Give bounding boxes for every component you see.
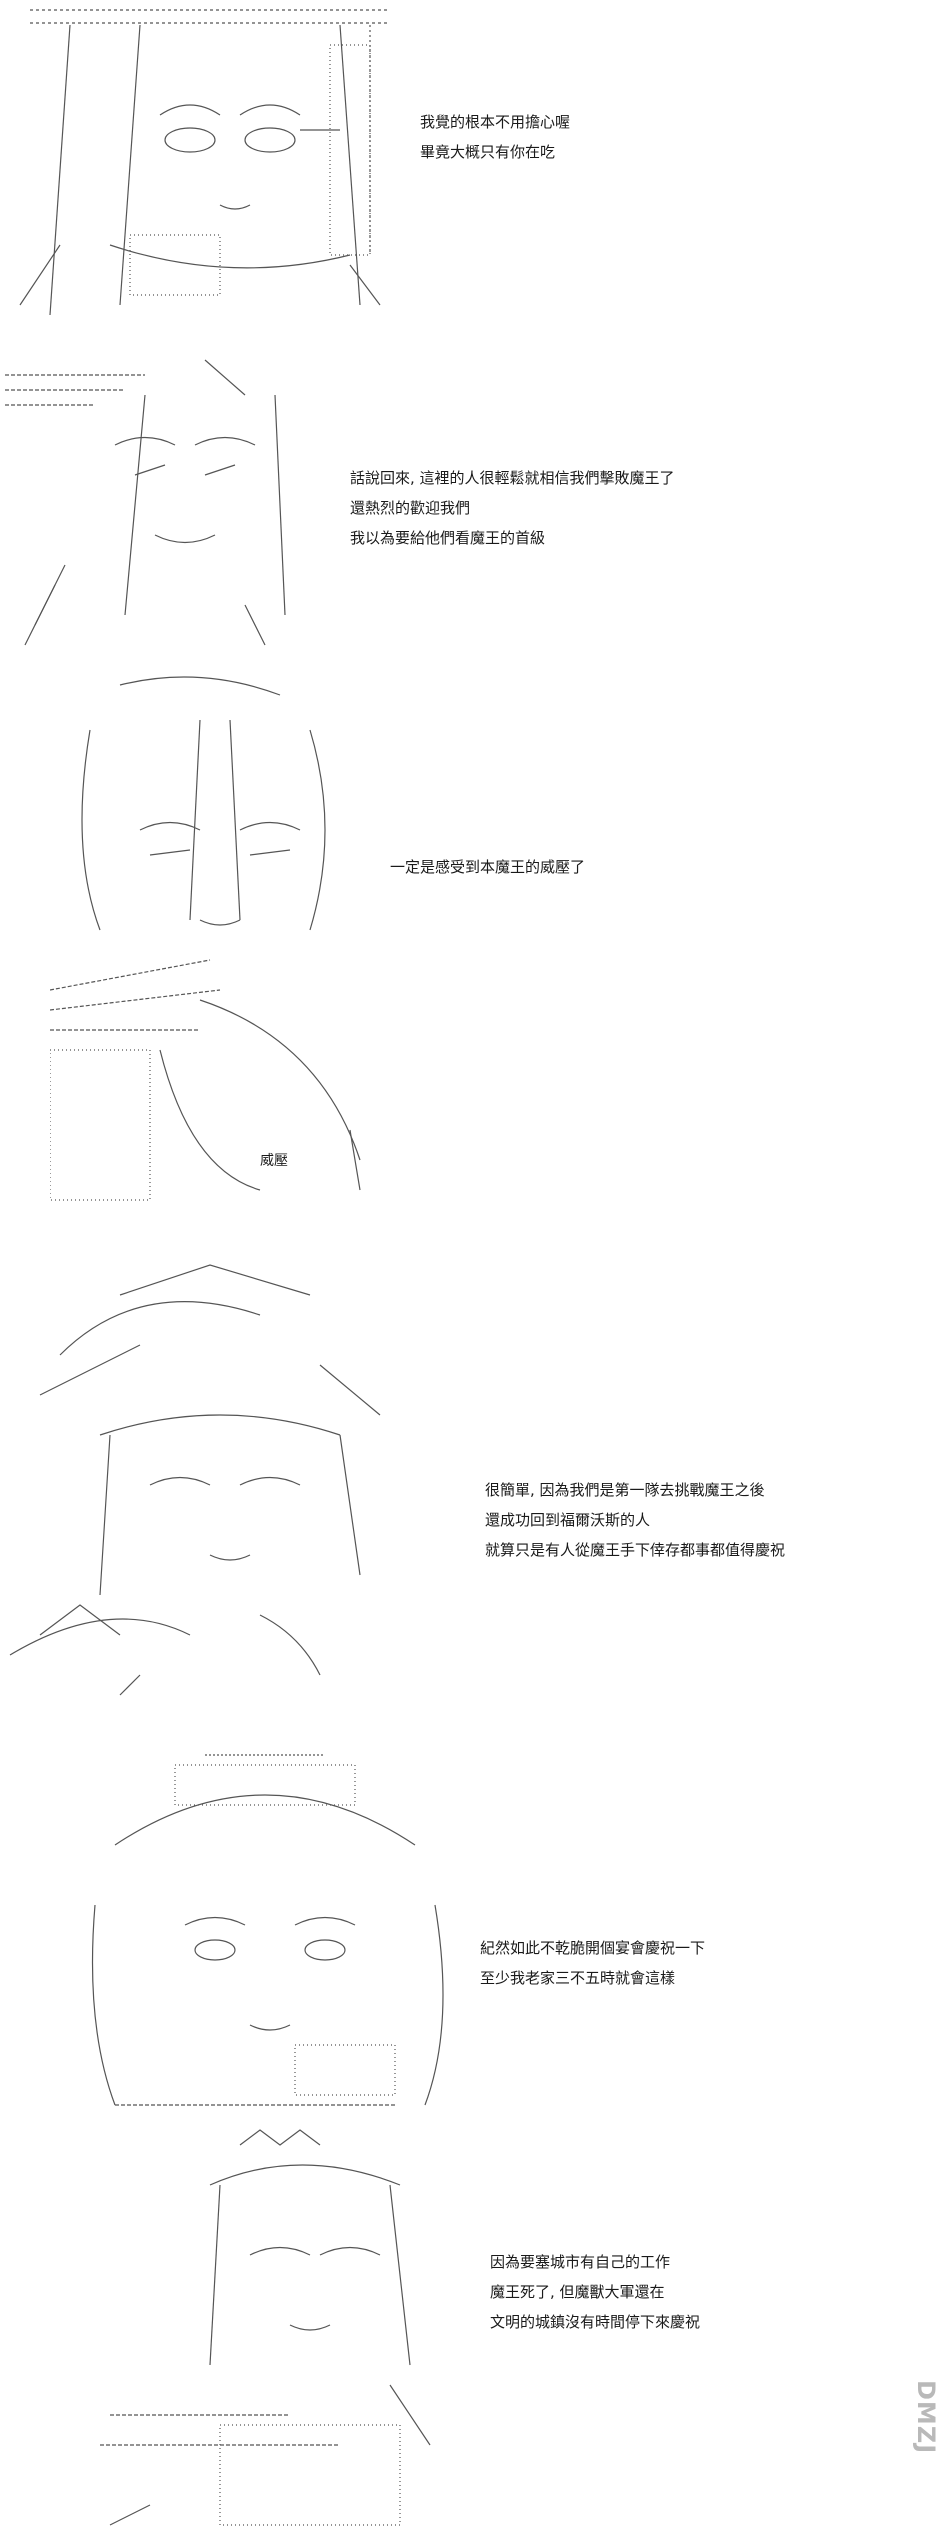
watermark-text: DMZJ [912, 2380, 940, 2455]
watermark-logo: DMZJ [912, 2380, 946, 2520]
panel-6: 因為要塞城市有自己的工作 魔王死了, 但魔獸大軍還在 文明的城鎮沒有時間停下來慶… [0, 2120, 950, 2540]
panel-2-ascii-art [5, 355, 305, 655]
panel-6-ascii-art [90, 2125, 450, 2535]
panel-1: 我覺的根本不用擔心喔 畢竟大概只有你在吃 [0, 0, 950, 330]
panel-4-dialogue: 很簡單, 因為我們是第一隊去挑戰魔王之後 還成功回到福爾沃斯的人 就算只是有人從… [485, 1475, 785, 1565]
dialogue-line: 話說回來, 這裡的人很輕鬆就相信我們擊敗魔王了 [350, 469, 675, 487]
panel-1-dialogue: 我覺的根本不用擔心喔 畢竟大概只有你在吃 [420, 107, 570, 167]
dialogue-line: 一定是感受到本魔王的威壓了 [390, 858, 586, 876]
dialogue-line: 紀然如此不乾脆開個宴會慶祝一下 [480, 1939, 706, 1957]
panel-5-dialogue: 紀然如此不乾脆開個宴會慶祝一下 至少我老家三不五時就會這樣 [480, 1933, 705, 1993]
panel-1-ascii-art [10, 5, 400, 325]
panel-4: 很簡單, 因為我們是第一隊去挑戰魔王之後 還成功回到福爾沃斯的人 就算只是有人從… [0, 1230, 950, 1710]
panel-5: 紀然如此不乾脆開個宴會慶祝一下 至少我老家三不五時就會這樣 [0, 1740, 950, 2120]
dialogue-line: 文明的城鎮沒有時間停下來慶祝 [490, 2313, 701, 2331]
dialogue-line: 魔王死了, 但魔獸大軍還在 [490, 2283, 665, 2301]
panel-3-ascii-art [50, 670, 380, 1220]
panel-3-dialogue: 一定是感受到本魔王的威壓了 [390, 852, 585, 882]
dialogue-line: 我覺的根本不用擔心喔 [420, 113, 571, 131]
panel-2: 話說回來, 這裡的人很輕鬆就相信我們擊敗魔王了 還熱烈的歡迎我們 我以為要給他們… [0, 350, 950, 670]
sfx-text: 威壓 [260, 1153, 288, 1169]
dialogue-line: 我以為要給他們看魔王的首級 [350, 529, 546, 547]
panel-5-ascii-art [55, 1745, 465, 2115]
dialogue-line: 因為要塞城市有自己的工作 [490, 2253, 671, 2271]
panel-6-dialogue: 因為要塞城市有自己的工作 魔王死了, 但魔獸大軍還在 文明的城鎮沒有時間停下來慶… [490, 2247, 700, 2337]
dialogue-line: 畢竟大概只有你在吃 [420, 143, 556, 161]
panel-2-dialogue: 話說回來, 這裡的人很輕鬆就相信我們擊敗魔王了 還熱烈的歡迎我們 我以為要給他們… [350, 463, 675, 553]
panel-4-ascii-art [0, 1235, 420, 1705]
dialogue-line: 很簡單, 因為我們是第一隊去挑戰魔王之後 [485, 1481, 765, 1499]
dialogue-line: 至少我老家三不五時就會這樣 [480, 1969, 676, 1987]
dialogue-line: 就算只是有人從魔王手下倖存都事都值得慶祝 [485, 1541, 786, 1559]
dialogue-line: 還熱烈的歡迎我們 [350, 499, 471, 517]
panel-3: 威壓 一定是感受到本魔王的威壓了 [0, 665, 950, 1225]
dialogue-line: 還成功回到福爾沃斯的人 [485, 1511, 651, 1529]
